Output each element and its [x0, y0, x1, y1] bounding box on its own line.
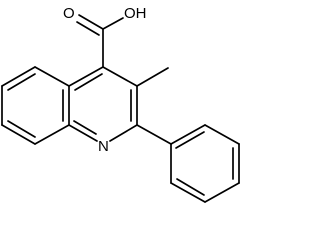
bond-c4a-c5 — [34, 66, 70, 87]
bond-ph1-ph2-inner — [175, 131, 205, 149]
structure-diagram: O OH N — [1, 5, 240, 203]
benzo-ring — [1, 66, 70, 145]
bond-ph5-ph6-inner — [176, 178, 205, 196]
hydroxyl-label: OH — [124, 5, 147, 22]
carboxyl-group: O OH — [63, 5, 147, 68]
carbonyl-oxygen-label: O — [63, 5, 75, 22]
bond-c7-c8-inner — [7, 120, 36, 138]
bond-c5-c6 — [1, 66, 36, 87]
bond-c4a-c4 — [68, 66, 104, 87]
bond-ph4-ph5 — [204, 182, 240, 203]
phenyl-ring — [136, 124, 240, 203]
bond-c8-c8a — [34, 124, 70, 145]
bond-c4a-c4-inner — [74, 73, 103, 91]
bond-ph1-ph2 — [170, 124, 206, 145]
bond-n1-c8a — [68, 124, 98, 142]
nitrogen-label: N — [98, 138, 109, 155]
bond-c2-n1 — [109, 124, 138, 142]
bond-ph5-ph6 — [170, 182, 206, 203]
bond-carbonyl-double-2 — [76, 21, 100, 36]
bond-c7-c8 — [1, 124, 36, 145]
bond-c5-c6-inner — [7, 73, 36, 91]
bond-ph2-ph3 — [204, 124, 240, 145]
bond-methyl — [136, 67, 169, 87]
bond-n1-c8a-inner — [73, 120, 97, 135]
pyridine-ring: N — [68, 66, 138, 155]
bond-c2-phenyl — [136, 124, 172, 145]
bond-hydroxyl — [102, 17, 124, 30]
bond-carbonyl-double-1 — [78, 14, 104, 30]
molecule-drawing: O OH N — [1, 5, 240, 203]
bond-c4-c3 — [102, 66, 138, 87]
